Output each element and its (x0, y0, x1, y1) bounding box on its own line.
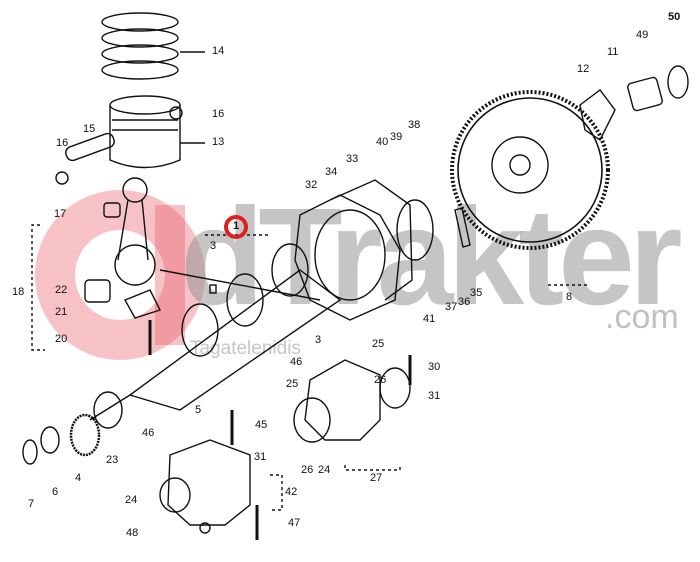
part-label[interactable]: 16 (212, 108, 225, 120)
part-label[interactable]: 31 (428, 390, 441, 402)
piston-rings (101, 12, 205, 80)
part-label[interactable]: 33 (346, 153, 359, 165)
part-label[interactable]: 16 (56, 137, 69, 149)
bearing-shell (84, 279, 111, 303)
part-label[interactable]: 26 (301, 464, 314, 476)
part-label[interactable]: 3 (315, 334, 322, 346)
part-label[interactable]: 26 (374, 374, 387, 386)
main-bearing-cap-rear (293, 359, 411, 443)
part-label[interactable]: 25 (372, 338, 385, 350)
part-label[interactable]: 31 (254, 451, 267, 463)
part-label[interactable]: 49 (636, 29, 649, 41)
piston-pin (65, 132, 115, 162)
part-label[interactable]: 34 (325, 166, 338, 178)
part-label[interactable]: 25 (286, 378, 299, 390)
part-label[interactable]: 42 (285, 486, 298, 498)
part-label[interactable]: 39 (390, 131, 403, 143)
part-label[interactable]: 8 (566, 291, 573, 303)
part-label[interactable]: 24 (125, 494, 138, 506)
watermark-subtitle: Tagatelenidis (190, 338, 301, 359)
part-label[interactable]: 35 (470, 287, 483, 299)
part-label[interactable]: 41 (423, 313, 436, 325)
part-label[interactable]: 11 (607, 46, 619, 58)
part-label[interactable]: 3 (210, 240, 217, 252)
part-label[interactable]: 23 (106, 454, 119, 466)
part-label[interactable]: 37 (445, 301, 458, 313)
part-label[interactable]: 50 (668, 11, 681, 23)
part-label[interactable]: 5 (195, 404, 202, 416)
piston (109, 95, 205, 169)
main-bearing-cap-front (159, 439, 251, 526)
part-label[interactable]: 20 (55, 333, 68, 345)
part-label[interactable]: 27 (370, 472, 383, 484)
connecting-rod (114, 177, 321, 319)
rear-housing (294, 179, 434, 321)
part-label[interactable]: 40 (376, 136, 389, 148)
flywheel (450, 90, 610, 250)
part-label[interactable]: 48 (126, 527, 139, 539)
part-label[interactable]: 36 (458, 296, 471, 308)
watermark-domain: .com (605, 298, 679, 336)
part-label[interactable]: 38 (408, 119, 421, 131)
part-label[interactable]: 22 (55, 284, 68, 296)
part-label[interactable]: 21 (55, 306, 68, 318)
part-label[interactable]: 6 (52, 486, 59, 498)
gear-4 (69, 413, 101, 457)
part-label[interactable]: 18 (12, 286, 25, 298)
part-label[interactable]: 24 (318, 464, 331, 476)
part-label[interactable]: 12 (577, 63, 590, 75)
part-label[interactable]: 32 (305, 179, 318, 191)
part-label[interactable]: 45 (255, 419, 268, 431)
part-label[interactable]: 46 (290, 356, 303, 368)
small-end-bush (103, 202, 121, 218)
part-label[interactable]: 4 (75, 472, 82, 484)
flange-12 (579, 89, 616, 142)
part-label[interactable]: 30 (428, 361, 441, 373)
part-label[interactable]: 13 (212, 136, 225, 148)
part-label[interactable]: 7 (28, 498, 35, 510)
part-label[interactable]: 47 (288, 517, 301, 529)
part-label[interactable]: 46 (142, 427, 155, 439)
highlight-circle (224, 215, 248, 239)
bearing-23 (93, 391, 123, 429)
crankshaft (89, 243, 342, 421)
part-label[interactable]: 15 (83, 123, 96, 135)
part-label[interactable]: 14 (212, 45, 225, 57)
part-label[interactable]: 17 (54, 208, 67, 220)
part-label-highlighted[interactable]: 1 (233, 220, 240, 232)
